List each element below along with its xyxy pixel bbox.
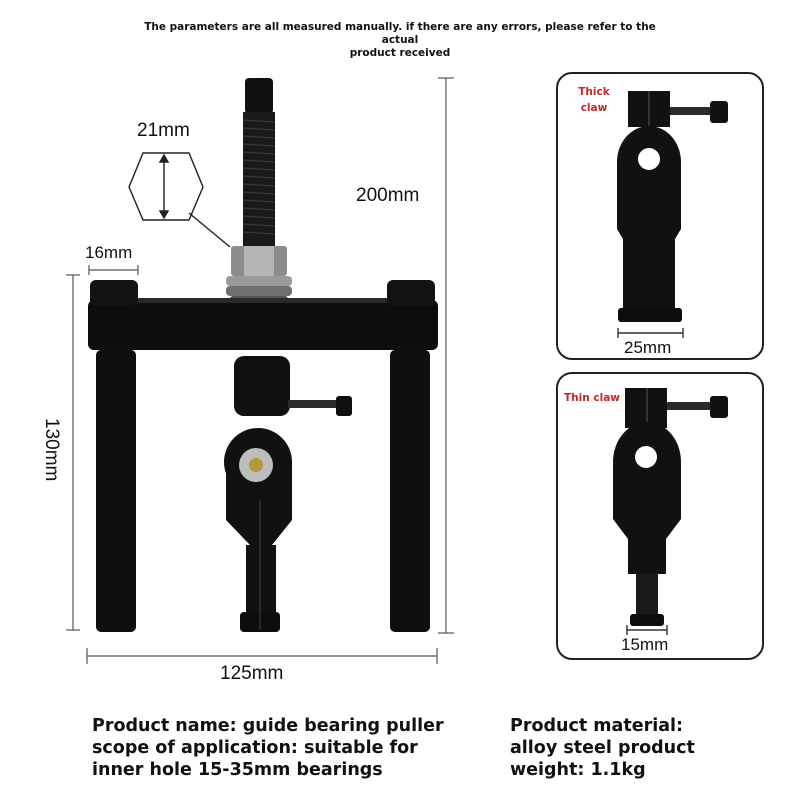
leg-height-label: 130mm [41, 418, 62, 482]
weight-line: weight: 1.1kg [510, 760, 646, 780]
hex-nut-callout [128, 152, 231, 248]
thin-claw-illustration [613, 388, 728, 635]
thin-claw-card: Thin claw 15mm [556, 372, 764, 660]
material-value-line: alloy steel product [510, 738, 695, 758]
bolt-head-label: 16mm [85, 243, 133, 262]
thin-claw-width: 15mm [621, 635, 669, 654]
scope-line-2: inner hole 15-35mm bearings [92, 760, 383, 780]
scope-line-1: scope of application: suitable for [92, 738, 418, 758]
product-spec-right: Product material: alloy steel product we… [510, 715, 770, 781]
total-height-label: 200mm [356, 185, 420, 206]
bearing-puller-figure: 200mm 21mm 16mm 130mm 125mm [41, 77, 454, 684]
thick-claw-width: 25mm [624, 338, 672, 357]
thin-claw-title: Thin claw [564, 392, 620, 404]
bearing-puller-illustration [66, 77, 454, 664]
thick-claw-title: Thick claw [578, 86, 610, 114]
width-label: 125mm [220, 663, 284, 684]
thick-claw-illustration [617, 91, 728, 338]
thick-claw-card: Thick claw 25mm [556, 72, 764, 360]
product-spec-left: Product name: guide bearing puller scope… [92, 715, 512, 781]
disclaimer-note: The parameters are all measured manually… [140, 21, 660, 60]
product-name-line: Product name: guide bearing puller [92, 716, 444, 736]
material-label-line: Product material: [510, 716, 684, 736]
disclaimer-line-1: The parameters are all measured manually… [144, 21, 656, 46]
nut-size-label: 21mm [137, 120, 190, 141]
dimension-lines [66, 77, 454, 664]
disclaimer-line-2: product received [349, 47, 451, 59]
